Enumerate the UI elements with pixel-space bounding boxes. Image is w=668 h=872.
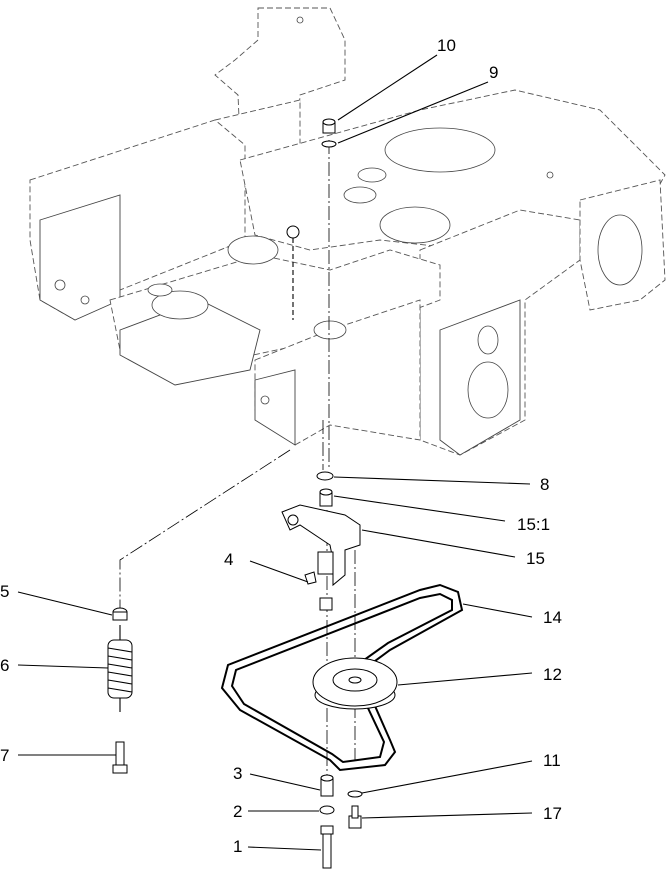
callout-3: 3 [233, 764, 242, 783]
callout-7: 7 [0, 746, 9, 765]
washer-part-8 [316, 471, 334, 481]
spacer [319, 597, 333, 611]
callout-10: 10 [437, 36, 456, 55]
bolt-part-17 [348, 805, 362, 829]
callout-2: 2 [233, 802, 242, 821]
washer-part-11 [347, 790, 363, 798]
washer-part-2 [319, 805, 335, 815]
nut-part-10 [322, 118, 336, 134]
callout-6: 6 [0, 656, 9, 675]
callout-1: 1 [233, 837, 242, 856]
bolt-part-1 [320, 825, 334, 869]
callout-5: 5 [0, 582, 9, 601]
leader-lines [17, 54, 533, 851]
washer-part-9 [321, 140, 337, 148]
callout-17: 17 [543, 804, 562, 823]
callout-12: 12 [543, 665, 562, 684]
callout-11: 11 [543, 751, 561, 770]
bushing-part-15-1 [319, 488, 333, 507]
callout-14: 14 [543, 608, 562, 627]
spring-part-6 [107, 625, 133, 712]
chassis-frame [29, 7, 666, 456]
bolt-part-7 [112, 741, 128, 774]
spacer-part-3 [320, 774, 334, 797]
grease-fitting-part-4 [304, 571, 317, 585]
callout-15: 15 [526, 549, 545, 568]
callout-9: 9 [489, 63, 498, 82]
callout-8: 8 [540, 475, 549, 494]
callouts: 10 9 8 15:1 15 14 12 11 17 4 3 2 1 5 6 7 [0, 36, 562, 856]
idler-pulley-part-12 [312, 657, 398, 710]
callout-4: 4 [224, 550, 233, 569]
callout-15-1: 15:1 [517, 515, 550, 534]
idler-arm-part-15 [281, 504, 361, 587]
nut-part-5 [112, 607, 128, 621]
